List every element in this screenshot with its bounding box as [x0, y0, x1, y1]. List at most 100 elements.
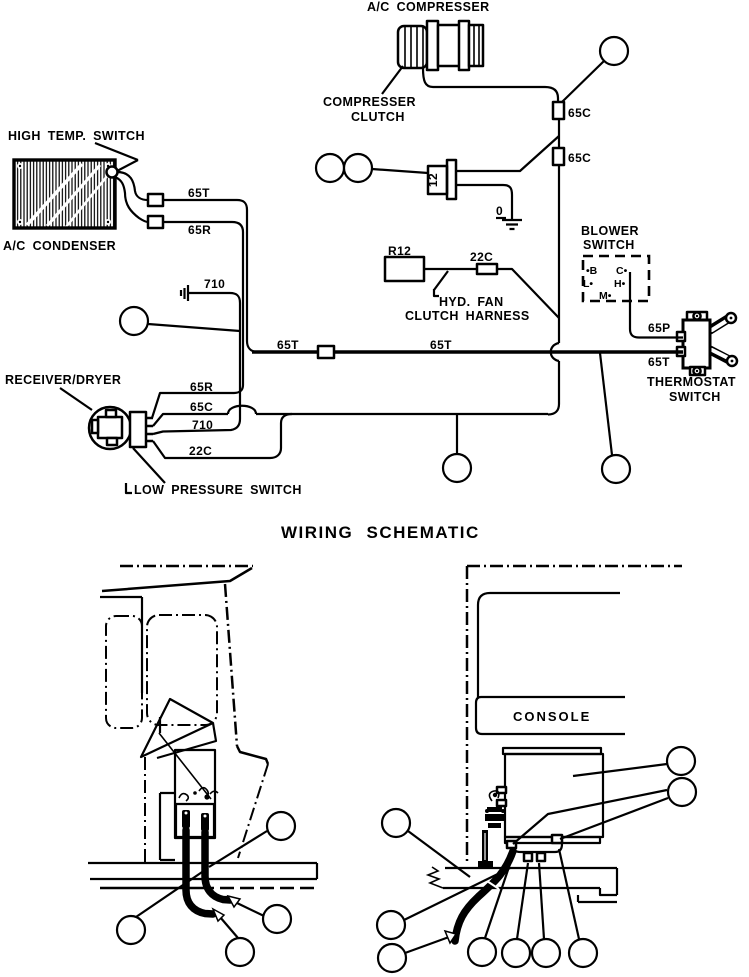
duct-panel [139, 697, 215, 759]
r12-box [383, 255, 426, 283]
high-temp-switch-label: HIGH TEMP. SWITCH [8, 129, 145, 143]
cab-illustration-right: CONSOLE [375, 564, 698, 974]
receiver-dryer-label: RECEIVER/DRYER [5, 373, 121, 387]
ground-0-label: 0 [496, 204, 503, 218]
callout-circle [265, 810, 297, 842]
hose-fitting [201, 813, 209, 831]
wire-label-65t: 65T [277, 338, 299, 352]
low-pressure-switch-label: LOW PRESSURE SWITCH [134, 483, 302, 497]
callout-circle [261, 903, 293, 935]
wiring-schematic: A/C COMPRESSER COMPRESSER CLUTCH HIGH TE… [3, 0, 739, 542]
low-pressure-switch-leader [124, 447, 166, 495]
wire-label-22c: 22C [189, 444, 212, 458]
callout-circle [466, 936, 498, 968]
connector-65r-cond [146, 214, 165, 230]
wire-label-65t: 65T [188, 186, 210, 200]
callout-circle [598, 35, 630, 67]
callout-circle [530, 937, 562, 969]
thermostat-switch-label-2: SWITCH [669, 390, 721, 404]
callout-circle [375, 909, 407, 941]
figure-title: WIRING SCHEMATIC [281, 523, 480, 542]
callout-circle [500, 937, 532, 969]
blower-terminal-m: M• [599, 290, 612, 302]
r12-label: R12 [388, 244, 411, 258]
ac-hose [201, 828, 234, 904]
ground-symbol-0 [496, 195, 522, 231]
refrigerant-line-fittings [478, 790, 505, 868]
ac-hose [451, 847, 517, 945]
hyd-fan-label-2: CLUTCH HARNESS [405, 309, 530, 323]
blower-terminal-b: •B [586, 265, 598, 277]
ac-compressor-drawing [396, 19, 485, 72]
low-pressure-switch-drawing [128, 410, 148, 449]
receiver-dryer-leader [59, 387, 93, 411]
leader-arrowhead [443, 929, 458, 945]
compressor-clutch-label-1: COMPRESSER [323, 95, 416, 109]
connector-65c-2 [551, 146, 566, 167]
compressor-clutch-leader [381, 65, 404, 95]
callout-circle [380, 807, 412, 839]
leader-arrowhead [226, 894, 242, 909]
blower-terminal-h: H• [614, 278, 626, 290]
wire-label-65c: 65C [568, 151, 591, 165]
high-temp-switch-drawing [105, 165, 119, 179]
connector-65t-main [316, 344, 336, 360]
ac-compressor-label: A/C COMPRESSER [367, 0, 490, 14]
wire-label-65r: 65R [188, 223, 211, 237]
valve-wiring-squiggle [178, 786, 219, 802]
hose-fitting [182, 810, 190, 828]
callout-circle [666, 776, 698, 808]
callout-circle [118, 305, 150, 337]
wire-label-710: 710 [204, 277, 225, 291]
evaporator-manifold [505, 839, 564, 863]
cab-window-main [146, 614, 218, 726]
callout-circle [224, 936, 256, 968]
wire-label-65t: 65T [648, 355, 670, 369]
connector-65c-1 [551, 100, 566, 121]
leader-lines [403, 762, 669, 955]
hyd-fan-leader [432, 270, 449, 298]
cab-illustration-left [88, 564, 319, 968]
high-temp-switch-leader [94, 141, 139, 172]
blower-terminal-l: L• [583, 278, 593, 290]
ac-hose [182, 826, 217, 918]
callout-circle [665, 745, 697, 777]
blower-switch-drawing [581, 254, 651, 303]
ground-symbol-710 [179, 285, 190, 301]
cab-pillar [223, 583, 239, 747]
evaporator-box [503, 752, 605, 839]
callout-circle [376, 942, 408, 974]
callout-circle [567, 937, 599, 969]
hyd-fan-label-1: HYD. FAN [439, 295, 504, 309]
ac-condenser-label: A/C CONDENSER [3, 239, 116, 253]
ac-condenser-drawing [12, 158, 119, 230]
leader-arrowhead [211, 907, 226, 923]
connector-22c [475, 262, 499, 276]
connector-12 [426, 158, 458, 201]
console-band [474, 695, 625, 736]
thermostat-switch-label-1: THERMOSTAT [647, 375, 736, 389]
connector-12-label: 12 [426, 173, 440, 187]
receiver-dryer-drawing [87, 405, 153, 451]
callout-circle [441, 452, 473, 484]
blower-terminal-c: C• [616, 265, 628, 277]
blower-switch-label-2: SWITCH [583, 238, 635, 252]
wire-label-65c: 65C [190, 400, 213, 414]
console-label: CONSOLE [513, 709, 591, 724]
valve-box [174, 802, 216, 839]
cab-window-left [105, 615, 143, 729]
compressor-clutch-label-2: CLUTCH [351, 110, 405, 124]
cab-edge [237, 763, 269, 859]
thermostat-switch-drawing [675, 310, 739, 377]
callout-circle [342, 152, 374, 184]
wire-label-65c: 65C [568, 106, 591, 120]
wire-label-22c: 22C [470, 250, 493, 264]
callout-circle [115, 914, 147, 946]
connector-65t-cond [146, 192, 165, 208]
wire-label-710: 710 [192, 418, 213, 432]
wire-label-65t: 65T [430, 338, 452, 352]
blower-switch-label-1: BLOWER [581, 224, 639, 238]
callout-circle [600, 453, 632, 485]
